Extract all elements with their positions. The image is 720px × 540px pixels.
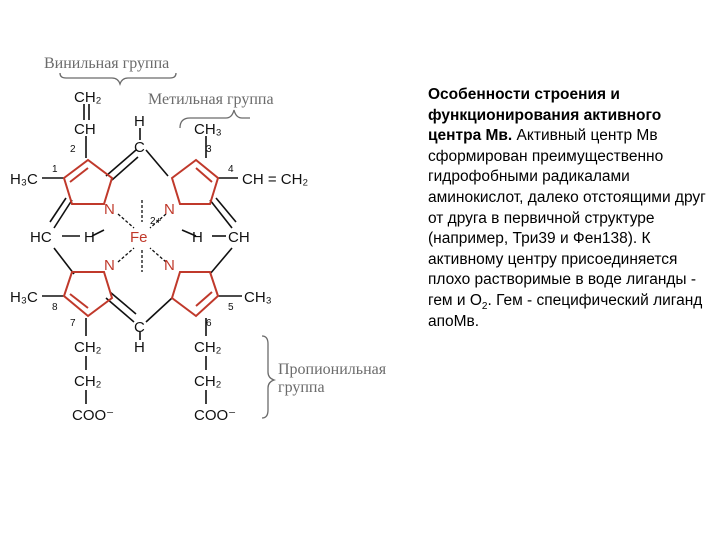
meso-h-top: H [134,113,145,130]
description-body-part1: Активный центр Мв сформирован преимущест… [428,127,706,309]
heme-structure-diagram: Винильная группа Метильная группа Пропио… [10,55,387,424]
meso-hc-left: HC [30,229,52,246]
position-6: 6 [206,318,212,329]
propionate-ch2-1-right: CH₂ [194,339,222,356]
meso-h-right: H [192,229,203,246]
propionate-coo-right: COO⁻ [194,407,236,424]
nitrogen-b: N [164,201,175,218]
meso-c-bottom: C [134,319,145,336]
coordination-bonds [117,200,167,272]
methyl-ch3-top-right: CH₃ [194,121,222,138]
propionate-ch2-2-left: CH₂ [74,373,102,390]
meso-c-top: C [134,139,145,156]
vinyl-right: CH = CH₂ [242,171,308,188]
position-7: 7 [70,318,76,329]
nitrogen-c: N [164,257,175,274]
meso-h-left: H [84,229,95,246]
methyl-h3c-left: H₃C [10,171,38,188]
propionate-ch2-2-right: CH₂ [194,373,222,390]
description-text: Особенности строения и функционирования … [428,85,710,332]
black-bonds [42,104,242,404]
description-body-part2: . Гем - специфический лиганд апоМв. [428,291,703,330]
position-3: 3 [206,144,212,155]
methyl-ch3-bottom-right: CH₃ [244,289,272,306]
methyl-group-brace [179,109,250,129]
methyl-h3c-bottom-left: H₃C [10,289,38,306]
position-5: 5 [228,302,234,313]
methyl-group-label: Метильная группа [148,91,274,108]
propionyl-group-label-line2: группа [278,379,325,396]
vinyl-ch2-top: CH₂ [74,89,102,106]
position-8: 8 [52,302,58,313]
description-heading: Особенности строения и функционирования … [428,86,662,145]
propionate-coo-left: COO⁻ [72,407,114,424]
meso-h-bottom: H [134,339,145,356]
o2-subscript: 2 [481,301,488,313]
vinyl-ch: CH [74,121,96,138]
position-2: 2 [70,144,76,155]
propionyl-group-label: Пропионильная [278,361,387,378]
propionyl-group-brace [261,335,277,419]
position-1: 1 [52,164,58,175]
iron-charge: 2+ [150,216,162,227]
iron-atom: Fe [130,229,148,246]
propionate-ch2-1-left: CH₂ [74,339,102,356]
position-4: 4 [228,164,234,175]
pyrrole-rings [62,158,220,318]
nitrogen-a: N [104,201,115,218]
nitrogen-d: N [104,257,115,274]
meso-ch-right: CH [228,229,250,246]
vinyl-group-label: Винильная группа [44,55,169,72]
vinyl-group-brace [59,72,177,87]
